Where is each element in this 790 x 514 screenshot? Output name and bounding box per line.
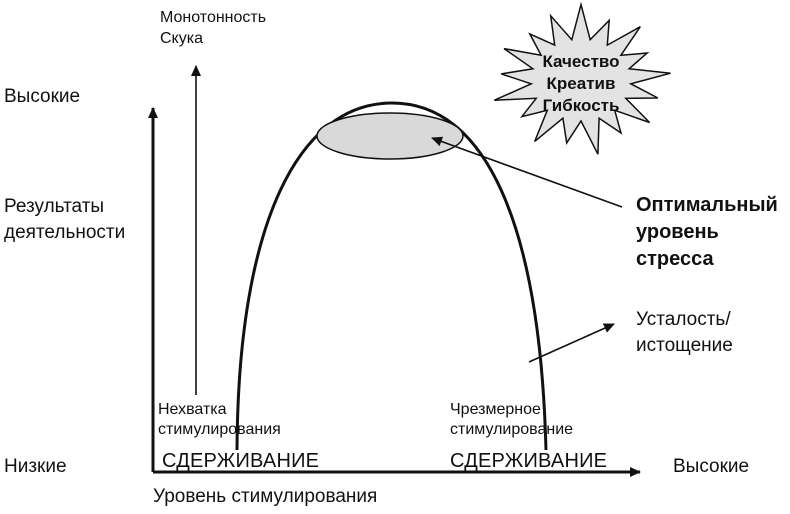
fatigue-label-line2: истощение [636,335,733,356]
y-axis-low-label: Низкие [4,456,67,477]
star-text-line1: Качество [542,52,620,71]
y-axis-high-label: Высокие [4,86,81,107]
left-zone-line1: Нехватка [158,401,227,418]
left-zone-line2: стимулирования [158,421,281,438]
monotony-label-line1: Монотонность [160,9,267,26]
x-axis-title: Уровень стимулирования [153,486,378,507]
performance-curve [235,101,548,451]
optimal-zone-ellipse [316,112,464,160]
star-text-line2: Креатив [546,74,616,93]
optimal-label-line2: уровень [636,221,719,243]
y-axis-title-line1: Результаты [4,196,105,217]
fatigue-label-line1: Усталость/ [636,309,731,330]
optimal-pointer-arrow [431,136,623,208]
starburst-shape [494,1,671,155]
right-zone-line1: Чрезмерное [450,401,541,418]
optimal-label-line3: стресса [636,248,714,270]
star-text-line3: Гибкость [542,96,620,115]
monotony-label-line2: Скука [160,30,203,47]
right-zone-caps: СДЕРЖИВАНИЕ [450,450,608,472]
optimal-label-line1: Оптимальный [636,194,778,216]
right-zone-line2: стимулирование [450,421,574,438]
fatigue-arrow [528,323,615,363]
y-axis-title-line2: деятельности [4,222,126,243]
x-axis-high-label: Высокие [673,456,750,477]
left-zone-caps: СДЕРЖИВАНИЕ [162,450,320,472]
